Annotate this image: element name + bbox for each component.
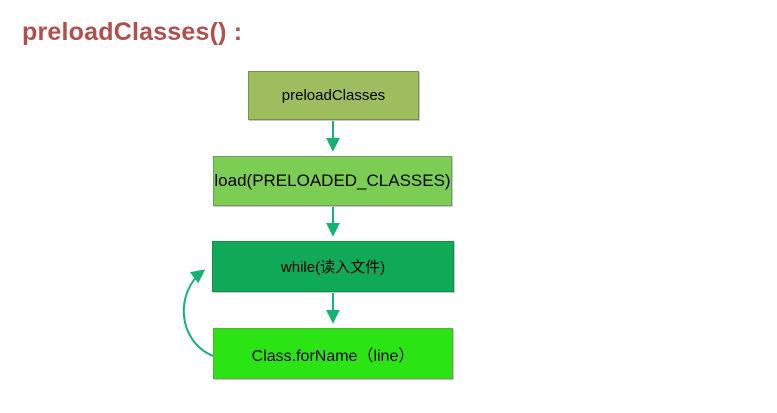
flowchart-node-class-forname: Class.forName（line） xyxy=(213,328,453,379)
flowchart-node-preloadclasses: preloadClasses xyxy=(248,71,419,120)
flowchart-node-while-read-file: while(读入文件) xyxy=(212,241,454,292)
arrow-forname-loop-to-while xyxy=(182,269,214,357)
page-title: preloadClasses() : xyxy=(22,18,243,47)
flowchart-node-load-preloaded-classes: load(PRELOADED_CLASSES) xyxy=(213,156,452,206)
